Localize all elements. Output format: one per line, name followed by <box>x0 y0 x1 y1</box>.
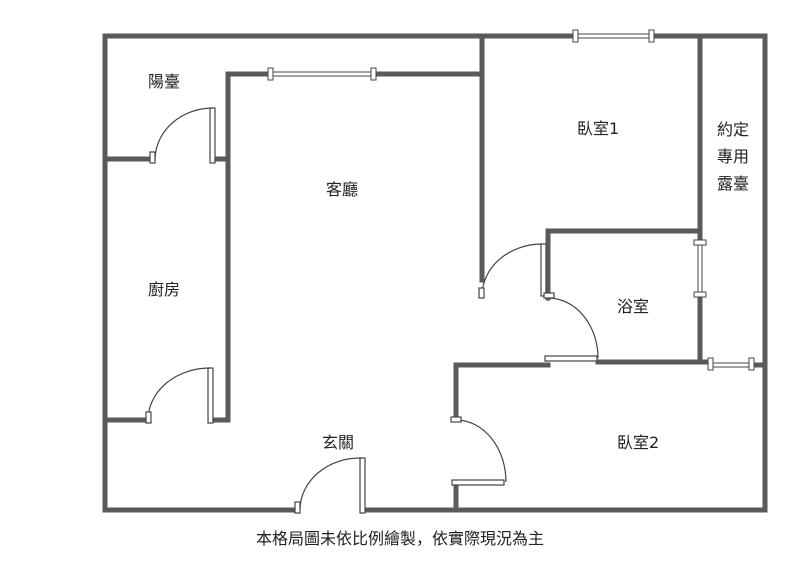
door-entrance <box>294 457 366 514</box>
window-post <box>370 67 377 81</box>
door-balcony <box>149 107 216 164</box>
scale-disclaimer: 本格局圖未依比例繪製，依實際現況為主 <box>255 529 544 548</box>
doors <box>145 107 599 514</box>
label-living-room: 客廳 <box>326 180 358 199</box>
label-terrace-line-3: 露臺 <box>717 174 749 193</box>
door-bedroom2 <box>450 416 507 486</box>
window-post <box>572 29 579 43</box>
window-post <box>648 29 655 43</box>
window-post <box>748 357 755 371</box>
window-post <box>707 357 714 371</box>
room-labels: 陽臺 客廳 臥室1 約定 專用 露臺 廚房 浴室 玄關 臥室2 <box>148 72 749 452</box>
walls <box>102 33 768 513</box>
door-bedroom1 <box>478 243 547 299</box>
label-bedroom-2: 臥室2 <box>617 433 659 452</box>
door-bathroom <box>543 292 599 362</box>
windows <box>267 29 755 371</box>
label-terrace-line-2: 專用 <box>717 147 749 166</box>
window-post <box>267 67 274 81</box>
label-bedroom-1: 臥室1 <box>577 119 619 138</box>
door-kitchen <box>145 367 214 424</box>
label-kitchen: 廚房 <box>148 280 180 299</box>
label-balcony: 陽臺 <box>148 72 180 91</box>
window-post <box>693 291 707 298</box>
label-bathroom: 浴室 <box>617 297 649 316</box>
label-foyer: 玄關 <box>322 433 354 452</box>
label-terrace-line-1: 約定 <box>717 120 749 139</box>
window-post <box>693 239 707 246</box>
